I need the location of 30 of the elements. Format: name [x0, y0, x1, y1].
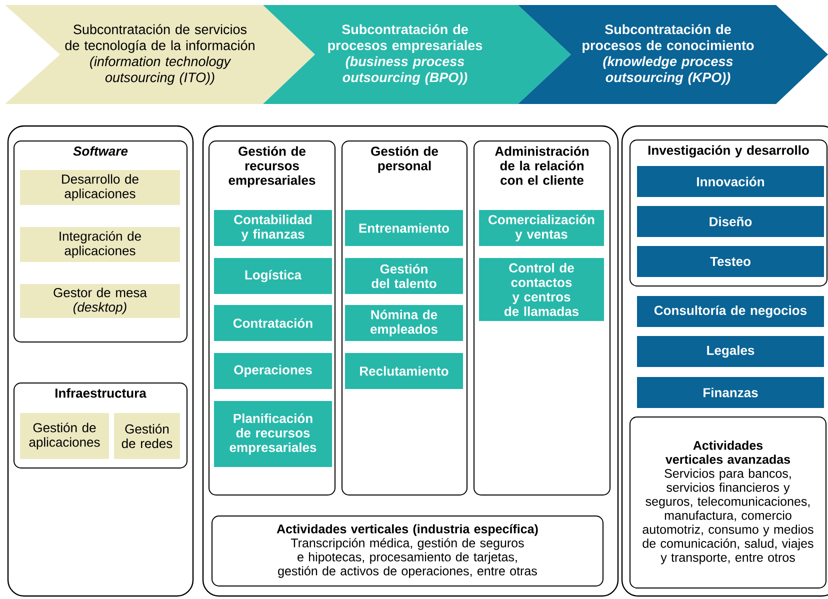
service-box: Contabilidad y finanzas	[214, 210, 332, 246]
service-box: Desarrollo de aplicaciones	[20, 170, 180, 205]
service-box: Control de contactos y centros de llamadas	[479, 258, 604, 321]
service-box: Finanzas	[637, 377, 824, 408]
service-box: Gestor de mesa (desktop)	[20, 284, 180, 318]
panel	[7, 125, 194, 597]
stage-band: Subcontratación de servicios de tecnología de la información (information technology outsourcing (ITO))	[5, 5, 315, 104]
service-box: Gestión de redes	[114, 413, 180, 459]
stage-band: Subcontratación de procesos empresariales (business process outsourcing (BPO))	[263, 5, 571, 104]
service-box: Comercialización y ventas	[479, 210, 604, 246]
service-box: Contratación	[214, 305, 332, 341]
service-box: Legales	[637, 336, 824, 367]
service-box: Entrenamiento	[345, 210, 463, 246]
service-box: Gestión de aplicaciones	[20, 413, 109, 459]
service-box: Reclutamiento	[345, 353, 463, 389]
service-box: Gestión del talento	[345, 258, 463, 294]
panel	[202, 125, 619, 597]
service-box: Operaciones	[214, 353, 332, 389]
panel	[621, 125, 828, 597]
service-box: Planificación de recursos empresariales	[214, 401, 332, 467]
service-box: Integración de aplicaciones	[20, 227, 180, 262]
service-box: Logística	[214, 258, 332, 294]
text-box: Actividades verticales avanzadas Servicios para bancos, servicios financieros y seguros, telecomunicaciones, manufactura, comercio automotriz, consumo y medios de comunicación, salud, viajes y transporte, entre otros	[630, 416, 826, 588]
service-box: Nómina de empleados	[345, 305, 463, 341]
service-box: Testeo	[637, 246, 824, 277]
service-box: Innovación	[637, 166, 824, 197]
service-box: Diseño	[637, 206, 824, 237]
service-box: Consultoría de negocios	[637, 296, 824, 327]
text-box: Actividades verticales (industria específica) Transcripción médica, gestión de seguros e hipotecas, procesamiento de tarjetas, gestión de activos de operaciones, entre otras	[212, 516, 604, 586]
stage-band: Subcontratación de procesos de conocimiento (knowledge process outsourcing (KPO))	[518, 5, 828, 104]
